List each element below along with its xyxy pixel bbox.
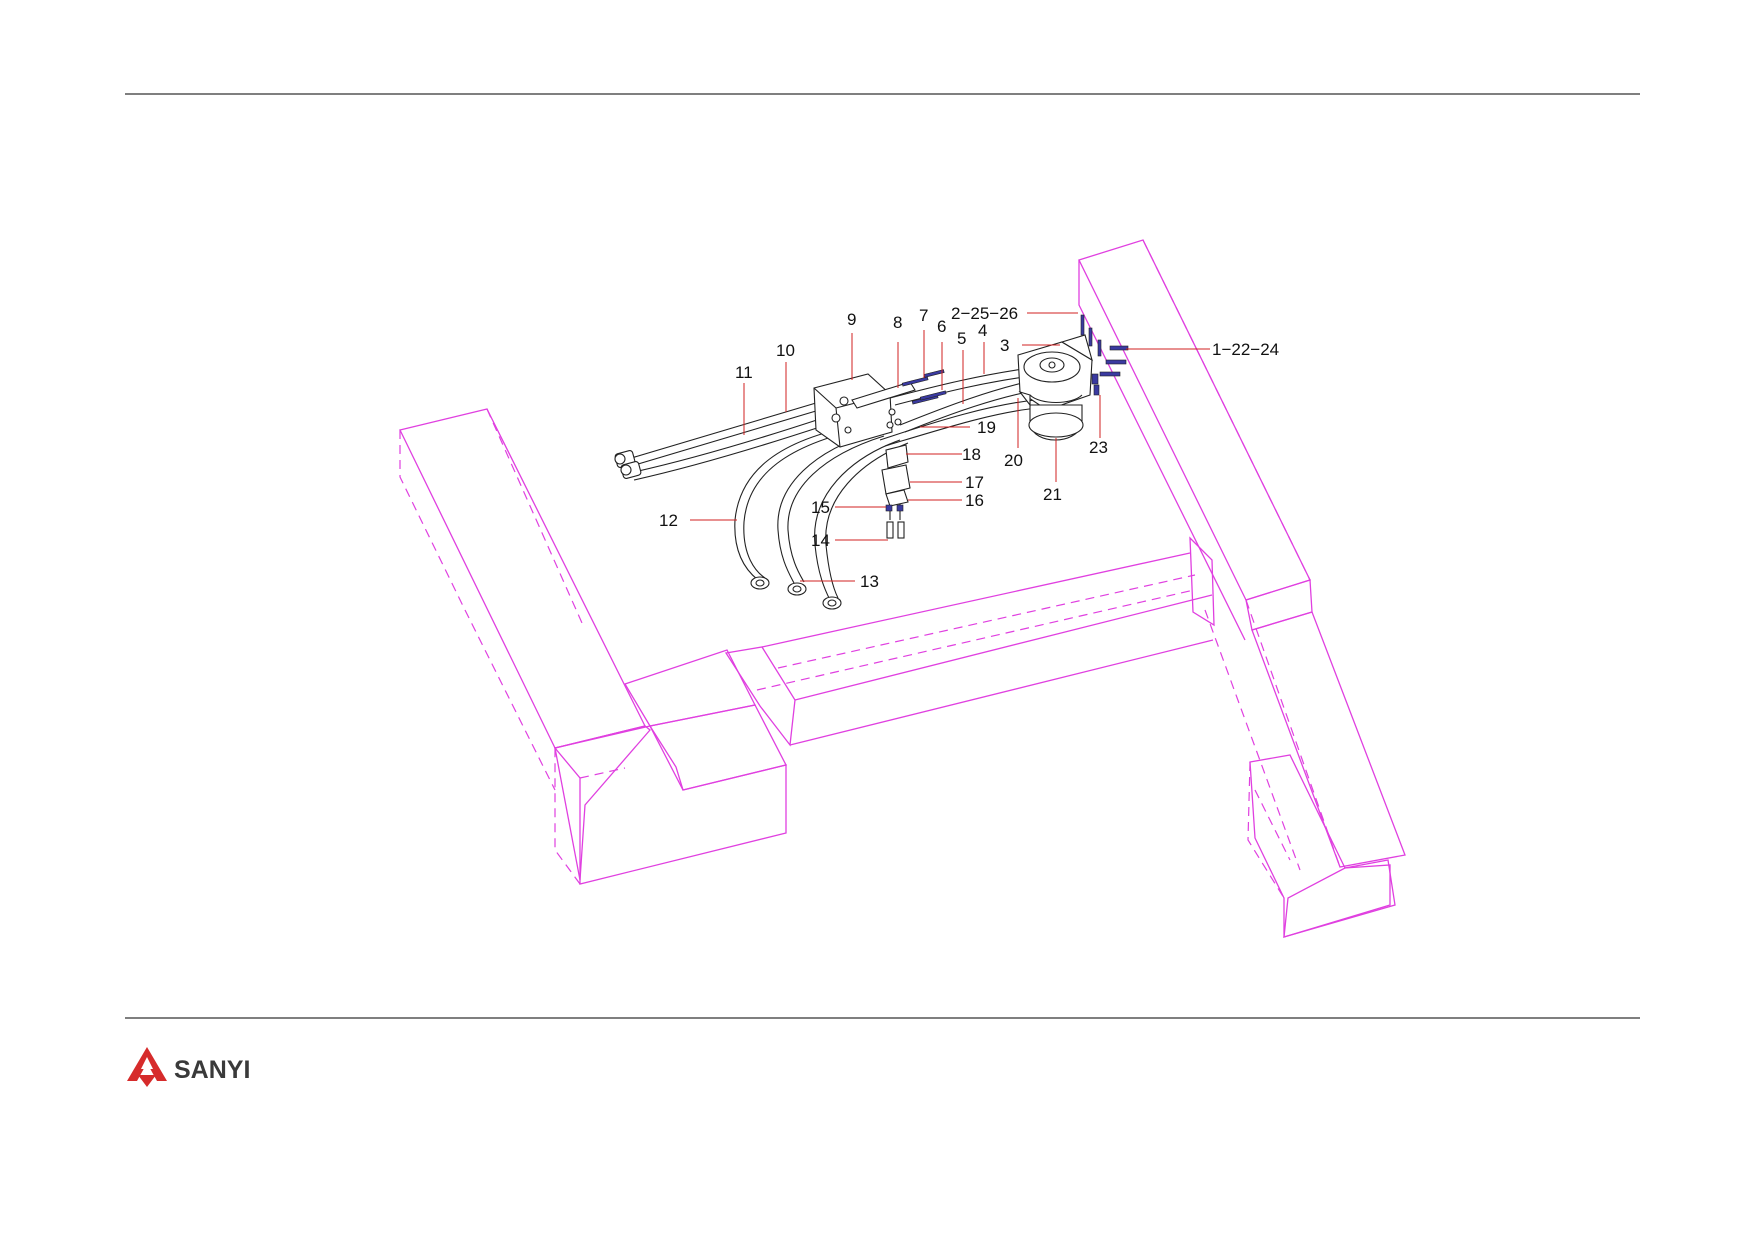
callouts: 11 10 9 8 7 6 5 4 2−25−26 3 1−22−24 23 1… bbox=[659, 304, 1279, 591]
hose-upper-pair bbox=[614, 399, 827, 481]
callout-18: 18 bbox=[962, 445, 981, 464]
callout-4: 4 bbox=[978, 321, 987, 340]
callout-1-22-24: 1−22−24 bbox=[1212, 340, 1279, 359]
callout-23: 23 bbox=[1089, 438, 1108, 457]
callout-3: 3 bbox=[1000, 336, 1009, 355]
callout-9: 9 bbox=[847, 310, 856, 329]
callout-19: 19 bbox=[977, 418, 996, 437]
cross-member bbox=[724, 536, 1215, 747]
sanyi-logo-icon bbox=[127, 1047, 167, 1087]
bolt-set-upper bbox=[901, 369, 947, 405]
right-rear-block bbox=[1247, 754, 1396, 938]
callout-8: 8 bbox=[893, 313, 902, 332]
callout-11: 11 bbox=[735, 363, 753, 382]
left-front-block bbox=[553, 649, 787, 885]
callout-10: 10 bbox=[776, 341, 795, 360]
callout-20: 20 bbox=[1004, 451, 1023, 470]
callout-5: 5 bbox=[957, 329, 966, 348]
callout-12: 12 bbox=[659, 511, 678, 530]
callout-16: 16 bbox=[965, 491, 984, 510]
right-rail bbox=[1078, 239, 1406, 871]
callout-13: 13 bbox=[860, 572, 879, 591]
steering-unit bbox=[1017, 334, 1093, 441]
chassis-frame bbox=[399, 239, 1406, 938]
left-rail bbox=[399, 408, 651, 881]
callout-15: 15 bbox=[811, 498, 830, 517]
brand-logo: SANYI bbox=[127, 1047, 250, 1087]
leader-lines bbox=[690, 312, 1210, 582]
valve-body bbox=[813, 373, 916, 448]
callout-2-25-26: 2−25−26 bbox=[951, 304, 1018, 323]
callout-6: 6 bbox=[937, 317, 946, 336]
callout-7: 7 bbox=[919, 306, 928, 325]
hydraulic-assembly bbox=[614, 314, 1129, 610]
hose-to-steering-unit bbox=[879, 367, 1039, 447]
brand-name: SANYI bbox=[174, 1056, 250, 1084]
callout-17: 17 bbox=[965, 473, 984, 492]
fitting-stack bbox=[881, 444, 911, 539]
callout-14: 14 bbox=[811, 531, 830, 550]
callout-21: 21 bbox=[1043, 485, 1062, 504]
bolt-set-steering bbox=[1080, 314, 1129, 396]
hose-lower-group bbox=[734, 424, 909, 610]
